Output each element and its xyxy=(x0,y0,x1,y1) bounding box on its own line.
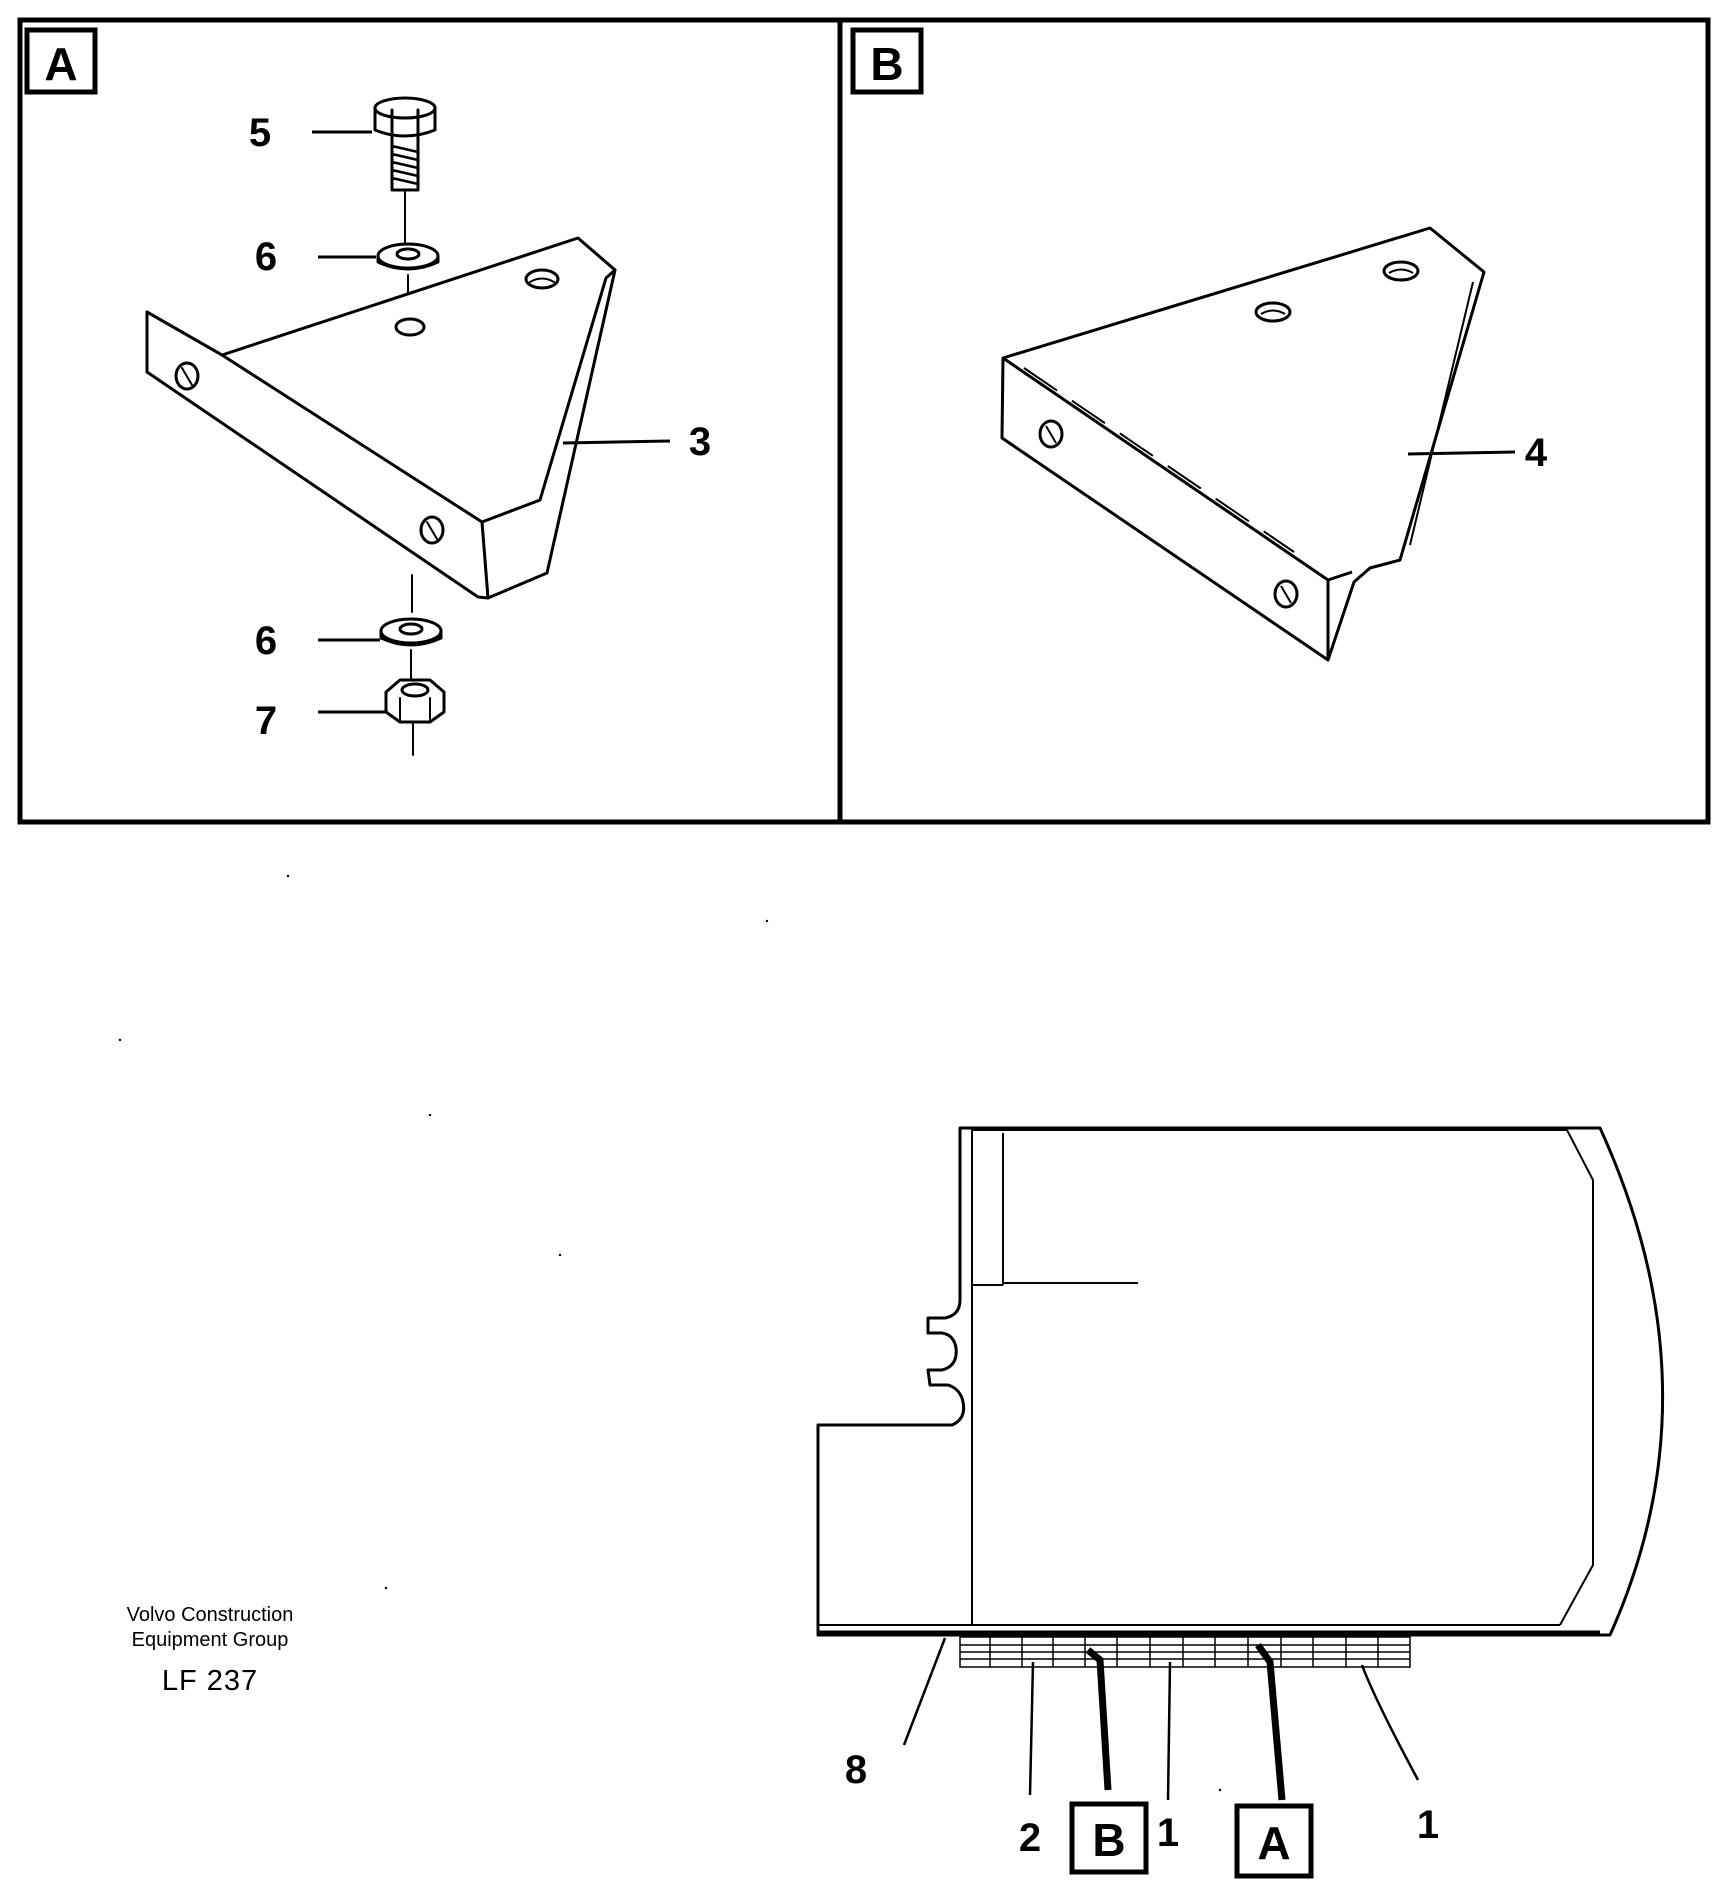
panel-a-drawing xyxy=(145,96,617,756)
company-line-2: Equipment Group xyxy=(131,1629,289,1651)
callout-5: 5 xyxy=(249,111,271,155)
main-view-leaders xyxy=(902,1637,1420,1801)
panel-b-label: B xyxy=(870,38,903,90)
tread-strip xyxy=(959,1636,1411,1668)
panel-a-leaders xyxy=(312,130,671,714)
nut-part xyxy=(384,678,446,756)
panel-b-label-box: B xyxy=(850,27,924,95)
company-line-1: Volvo Construction xyxy=(126,1604,294,1626)
detail-b-label: B xyxy=(1092,1814,1125,1866)
callout-2: 2 xyxy=(1019,1816,1041,1860)
washer-bottom-part xyxy=(379,617,443,685)
panel-b-leader xyxy=(1407,450,1516,456)
callout-3: 3 xyxy=(689,420,711,464)
callout-7: 7 xyxy=(255,699,277,743)
panel-b-frame xyxy=(837,17,1711,825)
panel-a-label-box: A xyxy=(24,27,98,95)
callout-1-second: 1 xyxy=(1417,1803,1439,1847)
footer-caption: Volvo Construction Equipment Group LF 23… xyxy=(100,1603,320,1699)
panel-a-label: A xyxy=(44,38,77,90)
main-view-body xyxy=(816,1126,1665,1637)
callout-6-bottom: 6 xyxy=(255,619,277,663)
detail-a-label: A xyxy=(1257,1817,1290,1869)
washer-top-part xyxy=(376,242,440,311)
drawing-code: LF 237 xyxy=(161,1665,259,1697)
bolt-part xyxy=(373,96,437,246)
callout-1-first: 1 xyxy=(1157,1811,1179,1855)
callout-6-top: 6 xyxy=(255,235,277,279)
detail-b-box: B xyxy=(1069,1801,1149,1875)
callout-8: 8 xyxy=(845,1748,867,1792)
bracket-4-part xyxy=(1000,226,1486,662)
callout-4: 4 xyxy=(1525,431,1548,475)
detail-a-box: A xyxy=(1234,1803,1314,1879)
bracket-3-part xyxy=(145,236,617,613)
